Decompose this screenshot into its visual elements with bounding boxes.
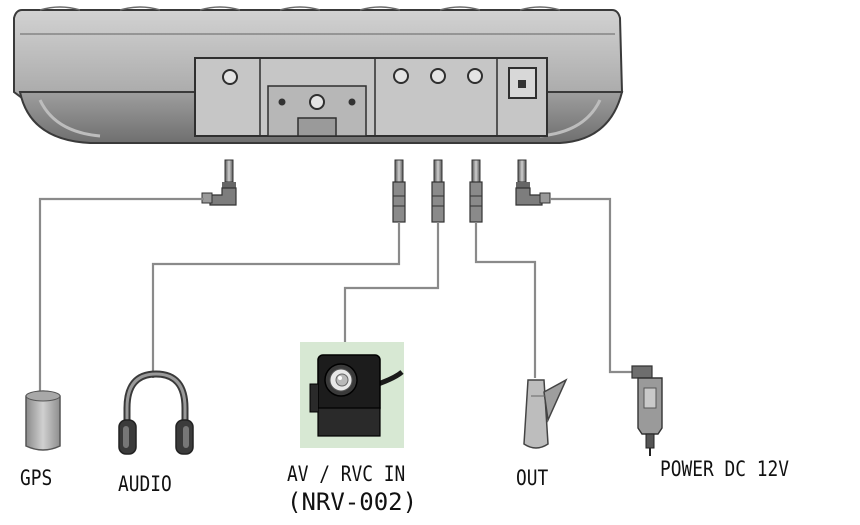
gps-receiver-icon (25, 390, 61, 451)
rear-view-camera-icon (300, 342, 404, 448)
power-cable (550, 197, 632, 374)
label-gps: GPS (20, 466, 53, 490)
headphones-icon (118, 370, 194, 455)
av-in-plug-icon (431, 159, 445, 223)
out-cable (474, 222, 537, 378)
gps-plug-icon (201, 159, 237, 206)
out-plug-icon (469, 159, 483, 223)
audio-plug-icon (392, 159, 406, 223)
label-av-rvc-in: AV / RVC IN (287, 462, 406, 486)
label-audio: AUDIO (118, 472, 172, 496)
audio-cable (151, 222, 401, 378)
label-model: (NRV-002) (287, 488, 418, 516)
car-cigarette-plug-icon (631, 365, 663, 456)
label-out: OUT (516, 466, 549, 490)
label-power: POWER DC 12V (660, 457, 789, 481)
av-in-cable (343, 222, 440, 350)
gps-cable (38, 197, 204, 392)
power-plug-icon (515, 159, 551, 206)
out-clip-icon (523, 378, 568, 449)
cables (38, 197, 632, 392)
device-rear-panel-icon (13, 6, 624, 144)
